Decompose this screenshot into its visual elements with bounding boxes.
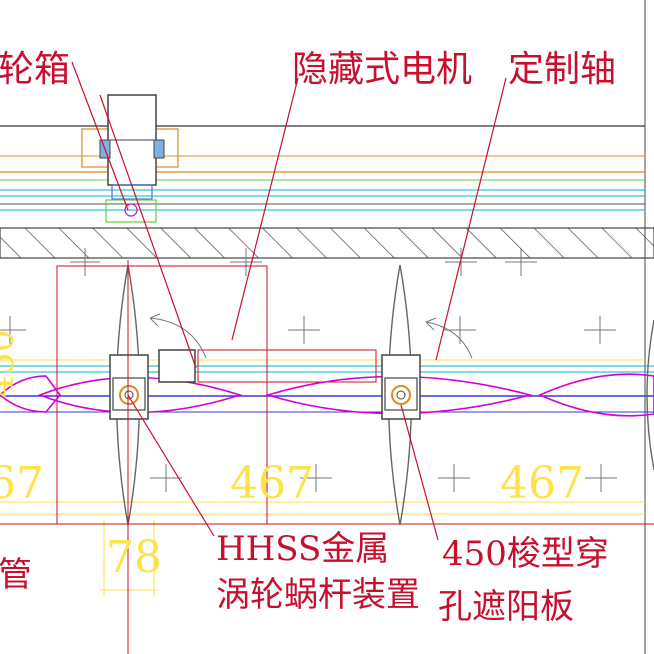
top-beam xyxy=(0,125,645,211)
dim-height-78: 78 xyxy=(106,532,162,583)
motor-mounts xyxy=(109,349,421,420)
label-louver-cont: 孔遮阳板 xyxy=(438,587,574,627)
dimension-lines xyxy=(0,359,645,596)
label-gearbox: 轮箱 xyxy=(0,49,71,90)
dim-middle: 467 xyxy=(230,458,314,509)
label-hhss-metal: HHSS金属 xyxy=(216,529,390,569)
concrete-slab xyxy=(0,227,654,259)
label-worm-gear-device: 涡轮蜗杆装置 xyxy=(216,575,420,615)
label-louver-type: 450梭型穿 xyxy=(442,534,609,574)
dim-vertical-left: 450 xyxy=(0,329,22,398)
louver-blades xyxy=(0,373,654,417)
rotation-arrows xyxy=(149,313,473,359)
label-pipe: 管 xyxy=(0,555,32,595)
dim-right: 467 xyxy=(500,458,584,509)
label-custom-shaft: 定制轴 xyxy=(508,49,617,90)
gearbox-housing xyxy=(81,94,179,223)
label-hidden-motor: 隐藏式电机 xyxy=(292,49,473,90)
leader-lines xyxy=(71,61,507,541)
grid-markers xyxy=(0,248,617,492)
dim-left-partial: 67 xyxy=(0,458,44,509)
